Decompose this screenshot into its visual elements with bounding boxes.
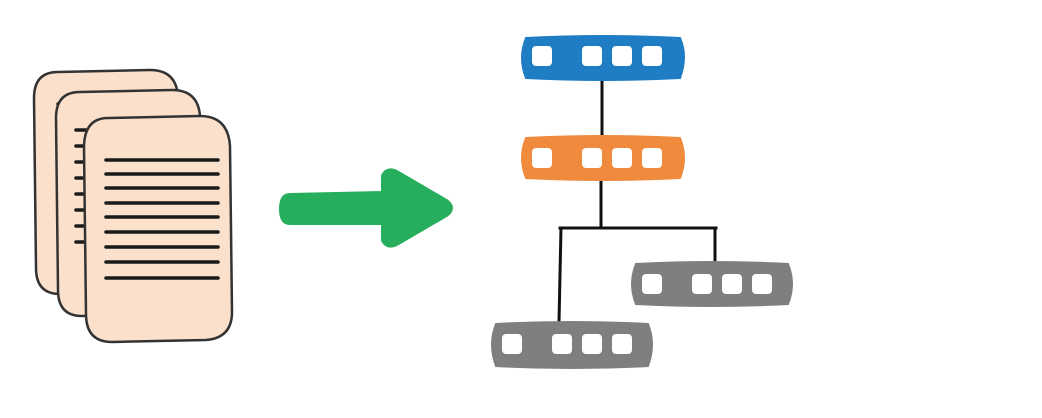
node-slot — [582, 46, 602, 66]
node-slot — [642, 46, 662, 66]
node-slot — [532, 46, 552, 66]
node-slot — [752, 274, 772, 294]
node-slot — [722, 274, 742, 294]
document-stack-icon — [32, 68, 234, 344]
node-slot — [582, 334, 602, 354]
node-slot — [532, 148, 552, 168]
tree-node-leaf-right — [631, 261, 793, 307]
node-slot — [502, 334, 522, 354]
edge-inner-leaf-left — [557, 226, 563, 324]
node-slot — [612, 334, 632, 354]
tree-node-leaf-left — [491, 321, 653, 369]
right-arrow-icon — [279, 168, 453, 248]
tree-node-level-1 — [521, 135, 685, 181]
node-slot — [642, 148, 662, 168]
document-page-front — [82, 114, 234, 344]
node-slot — [692, 274, 712, 294]
node-slot — [642, 274, 662, 294]
tree-edges — [557, 78, 718, 324]
node-slot — [612, 148, 632, 168]
node-slot — [552, 334, 572, 354]
node-slot — [582, 148, 602, 168]
node-slot — [612, 46, 632, 66]
tree-node-root — [521, 35, 685, 81]
